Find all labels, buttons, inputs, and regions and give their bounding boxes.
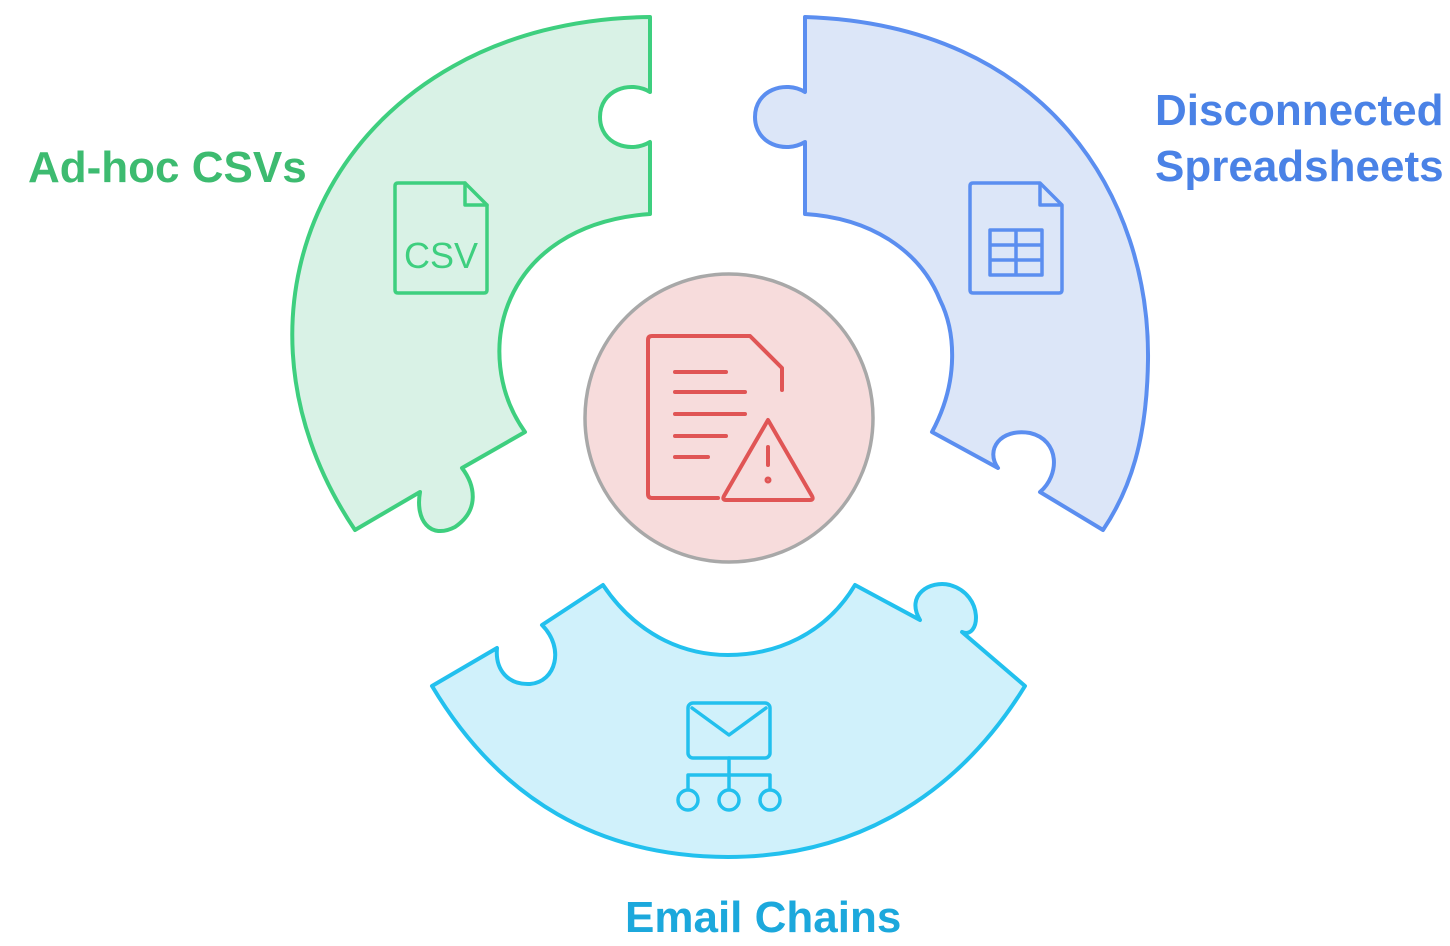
csv-puzzle-piece: CSV	[290, 15, 652, 534]
spreadsheets-puzzle-piece	[753, 15, 1151, 532]
csv-icon-text: CSV	[404, 235, 478, 276]
spreadsheets-label-line-1: Disconnected	[1155, 86, 1444, 135]
email-label: Email Chains	[625, 890, 901, 946]
spreadsheets-label-line-2: Spreadsheets	[1155, 142, 1444, 191]
csv-file-icon: CSV	[393, 181, 489, 295]
document-warning-icon	[646, 334, 815, 502]
csv-label: Ad-hoc CSVs	[28, 140, 307, 196]
email-puzzle-piece	[430, 582, 1027, 859]
spreadsheets-segment-shape	[753, 15, 1151, 532]
email-network-icon	[676, 701, 782, 812]
email-label-line: Email Chains	[625, 893, 902, 942]
csv-segment-shape	[290, 15, 652, 534]
csv-label-line: Ad-hoc CSVs	[28, 143, 307, 192]
email-segment-shape	[430, 582, 1027, 859]
center-circle	[583, 272, 875, 564]
spreadsheets-label: Disconnected Spreadsheets	[1155, 83, 1444, 195]
spreadsheet-icon	[968, 181, 1064, 295]
center-problem-node	[583, 272, 875, 564]
